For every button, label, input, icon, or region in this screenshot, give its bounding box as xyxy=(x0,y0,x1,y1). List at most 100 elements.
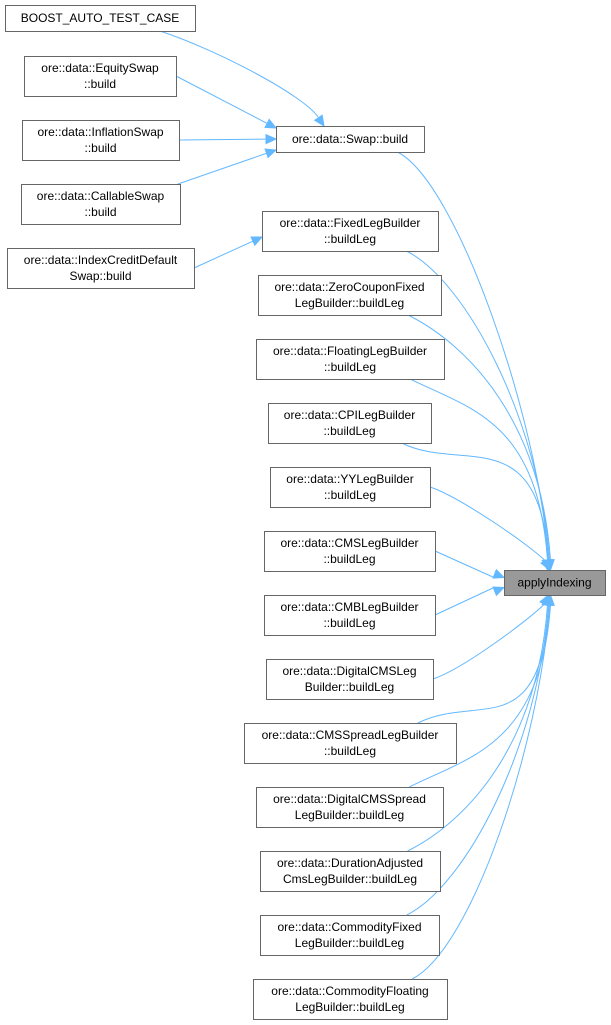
caller-node-fixedlegbuilder-buildleg[interactable]: ore::data::FixedLegBuilder::buildLeg xyxy=(262,211,439,252)
node-label-line: ore::data::CMBLegBuilder xyxy=(280,600,418,614)
arrowhead-icon xyxy=(264,148,278,159)
node-label-line: LegBuilder::buildLeg xyxy=(295,808,404,822)
node-label-line: ::build xyxy=(84,141,116,155)
arrowhead-icon xyxy=(543,593,554,606)
node-box xyxy=(260,915,440,956)
node-label-line: ::buildLeg xyxy=(323,616,375,630)
caller-node-cmsspreadlegbuilder-buildleg[interactable]: ore::data::CMSSpreadLegBuilder::buildLeg xyxy=(244,723,457,764)
node-label-line: ore::data::InflationSwap xyxy=(37,125,163,139)
node-box xyxy=(256,787,444,828)
caller-node-zerocouponfixedlegbuilder-buildleg[interactable]: ore::data::ZeroCouponFixedLegBuilder::bu… xyxy=(258,275,442,316)
node-label-line: ore::data::FloatingLegBuilder xyxy=(273,344,427,358)
caller-node-floatinglegbuilder-buildleg[interactable]: ore::data::FloatingLegBuilder::buildLeg xyxy=(256,339,445,380)
node-label-line: ore::data::CallableSwap xyxy=(37,189,165,203)
nodes-layer: BOOST_AUTO_TEST_CASEore::data::EquitySwa… xyxy=(5,5,606,1020)
caller-node-inflationswap-build[interactable]: ore::data::InflationSwap::build xyxy=(22,120,180,161)
edge-inflationswap-build-to-swap-build xyxy=(178,133,278,145)
caller-node-commodityfixedlegbuilder-buildleg[interactable]: ore::data::CommodityFixedLegBuilder::bui… xyxy=(260,915,440,956)
caller-node-swap-build[interactable]: ore::data::Swap::build xyxy=(276,126,425,153)
edge-line xyxy=(409,604,551,788)
node-label-line: ::buildLeg xyxy=(324,488,376,502)
caller-node-cpilegbuilder-buildleg[interactable]: ore::data::CPILegBuilder::buildLeg xyxy=(268,403,432,444)
node-box xyxy=(268,403,432,444)
node-label-line: ore::data::CommodityFixed xyxy=(277,920,421,934)
node-box xyxy=(21,184,181,225)
edge-line xyxy=(178,138,267,141)
caller-node-equityswap-build[interactable]: ore::data::EquitySwap::build xyxy=(24,56,177,97)
edge-commodityfloatinglegbuilder-buildleg-to-apply-indexing xyxy=(411,593,554,980)
node-label-line: LegBuilder::buildLeg xyxy=(295,296,404,310)
node-label-line: BOOST_AUTO_TEST_CASE xyxy=(21,11,180,25)
edge-line xyxy=(434,550,495,578)
edge-line xyxy=(432,603,545,680)
edge-line xyxy=(401,442,549,561)
edge-callableswap-build-to-swap-build xyxy=(177,148,278,185)
node-box xyxy=(244,723,457,764)
node-label-line: ::buildLeg xyxy=(324,744,376,758)
node-label-line: ::buildLeg xyxy=(323,552,375,566)
node-label-line: Swap::build xyxy=(69,269,131,283)
node-label-line: ore::data::FixedLegBuilder xyxy=(280,216,421,230)
node-label-line: ore::data::DigitalCMSSpread xyxy=(273,792,426,806)
node-box xyxy=(253,979,448,1020)
arrowhead-icon xyxy=(313,114,325,128)
node-label-line: CmsLegBuilder::buildLeg xyxy=(283,872,417,886)
caller-node-yylegbuilder-buildleg[interactable]: ore::data::YYLegBuilder::buildLeg xyxy=(270,467,431,508)
edge-line xyxy=(175,75,268,124)
edge-line xyxy=(417,604,550,724)
arrowhead-icon xyxy=(265,133,278,145)
node-label-line: ::build xyxy=(84,77,116,91)
arrowhead-icon xyxy=(250,236,264,247)
node-box xyxy=(260,851,441,892)
edge-boost-auto-test-case-to-swap-build xyxy=(159,30,325,128)
edge-line xyxy=(407,314,551,561)
node-box xyxy=(504,570,606,596)
node-label-line: LegBuilder::buildLeg xyxy=(295,936,404,950)
node-box xyxy=(258,275,442,316)
edge-cmblegbuilder-buildleg-to-apply-indexing xyxy=(434,586,506,616)
caller-node-boost-auto-test-case[interactable]: BOOST_AUTO_TEST_CASE xyxy=(5,5,196,32)
arrowhead-icon xyxy=(540,558,551,572)
edge-line xyxy=(406,250,550,561)
caller-node-cmblegbuilder-buildleg[interactable]: ore::data::CMBLegBuilder::buildLeg xyxy=(264,595,436,636)
node-label-line: ore::data::CMSLegBuilder xyxy=(280,536,418,550)
node-label-line: ::buildLeg xyxy=(323,424,375,438)
node-label-line: LegBuilder::buildLeg xyxy=(295,1000,404,1014)
node-box xyxy=(24,56,177,97)
node-label-line: ore::data::Swap::build xyxy=(292,132,408,146)
caller-node-digitalcmsspreadlegbuilder-buildleg[interactable]: ore::data::DigitalCMSSpreadLegBuilder::b… xyxy=(256,787,444,828)
node-box xyxy=(276,126,425,153)
node-box xyxy=(266,659,434,700)
caller-node-commodityfloatinglegbuilder-buildleg[interactable]: ore::data::CommodityFloatingLegBuilder::… xyxy=(253,979,448,1020)
edge-line xyxy=(159,30,319,118)
edges-layer xyxy=(159,30,555,980)
edge-equityswap-build-to-swap-build xyxy=(175,75,278,129)
node-label-line: ore::data::DigitalCMSLeg xyxy=(282,664,416,678)
edge-line xyxy=(411,604,550,980)
caller-node-digitalcmslegbuilder-buildleg[interactable]: ore::data::DigitalCMSLegBuilder::buildLe… xyxy=(266,659,434,700)
edge-indexcreditdefaultswap-build-to-fixedlegbuilder-buildleg xyxy=(193,236,264,269)
edge-line xyxy=(429,486,546,562)
node-label-line: ore::data::CMSSpreadLegBuilder xyxy=(262,728,439,742)
node-label-line: ore::data::ZeroCouponFixed xyxy=(274,280,424,294)
node-label-line: ore::data::CommodityFloating xyxy=(271,984,428,998)
node-box xyxy=(264,595,436,636)
caller-node-callableswap-build[interactable]: ore::data::CallableSwap::build xyxy=(21,184,181,225)
node-box xyxy=(264,531,436,572)
node-label-line: ::buildLeg xyxy=(324,360,376,374)
node-box xyxy=(270,467,431,508)
caller-node-durationadjustedcmslegbuilder-buildleg[interactable]: ore::data::DurationAdjustedCmsLegBuilder… xyxy=(260,851,441,892)
target-node-apply-indexing: applyIndexing xyxy=(504,570,606,596)
node-box xyxy=(256,339,445,380)
node-label-line: applyIndexing xyxy=(517,576,591,590)
arrowhead-icon xyxy=(264,118,278,129)
node-label-line: ore::data::CPILegBuilder xyxy=(284,408,415,422)
node-box xyxy=(5,5,196,32)
caller-node-cmslegbuilder-buildleg[interactable]: ore::data::CMSLegBuilder::buildLeg xyxy=(264,531,436,572)
arrowhead-icon xyxy=(492,586,506,597)
edge-cmslegbuilder-buildleg-to-apply-indexing xyxy=(434,550,506,579)
edge-yylegbuilder-buildleg-to-apply-indexing xyxy=(429,486,551,572)
node-box xyxy=(22,120,180,161)
arrowhead-icon xyxy=(492,568,506,579)
